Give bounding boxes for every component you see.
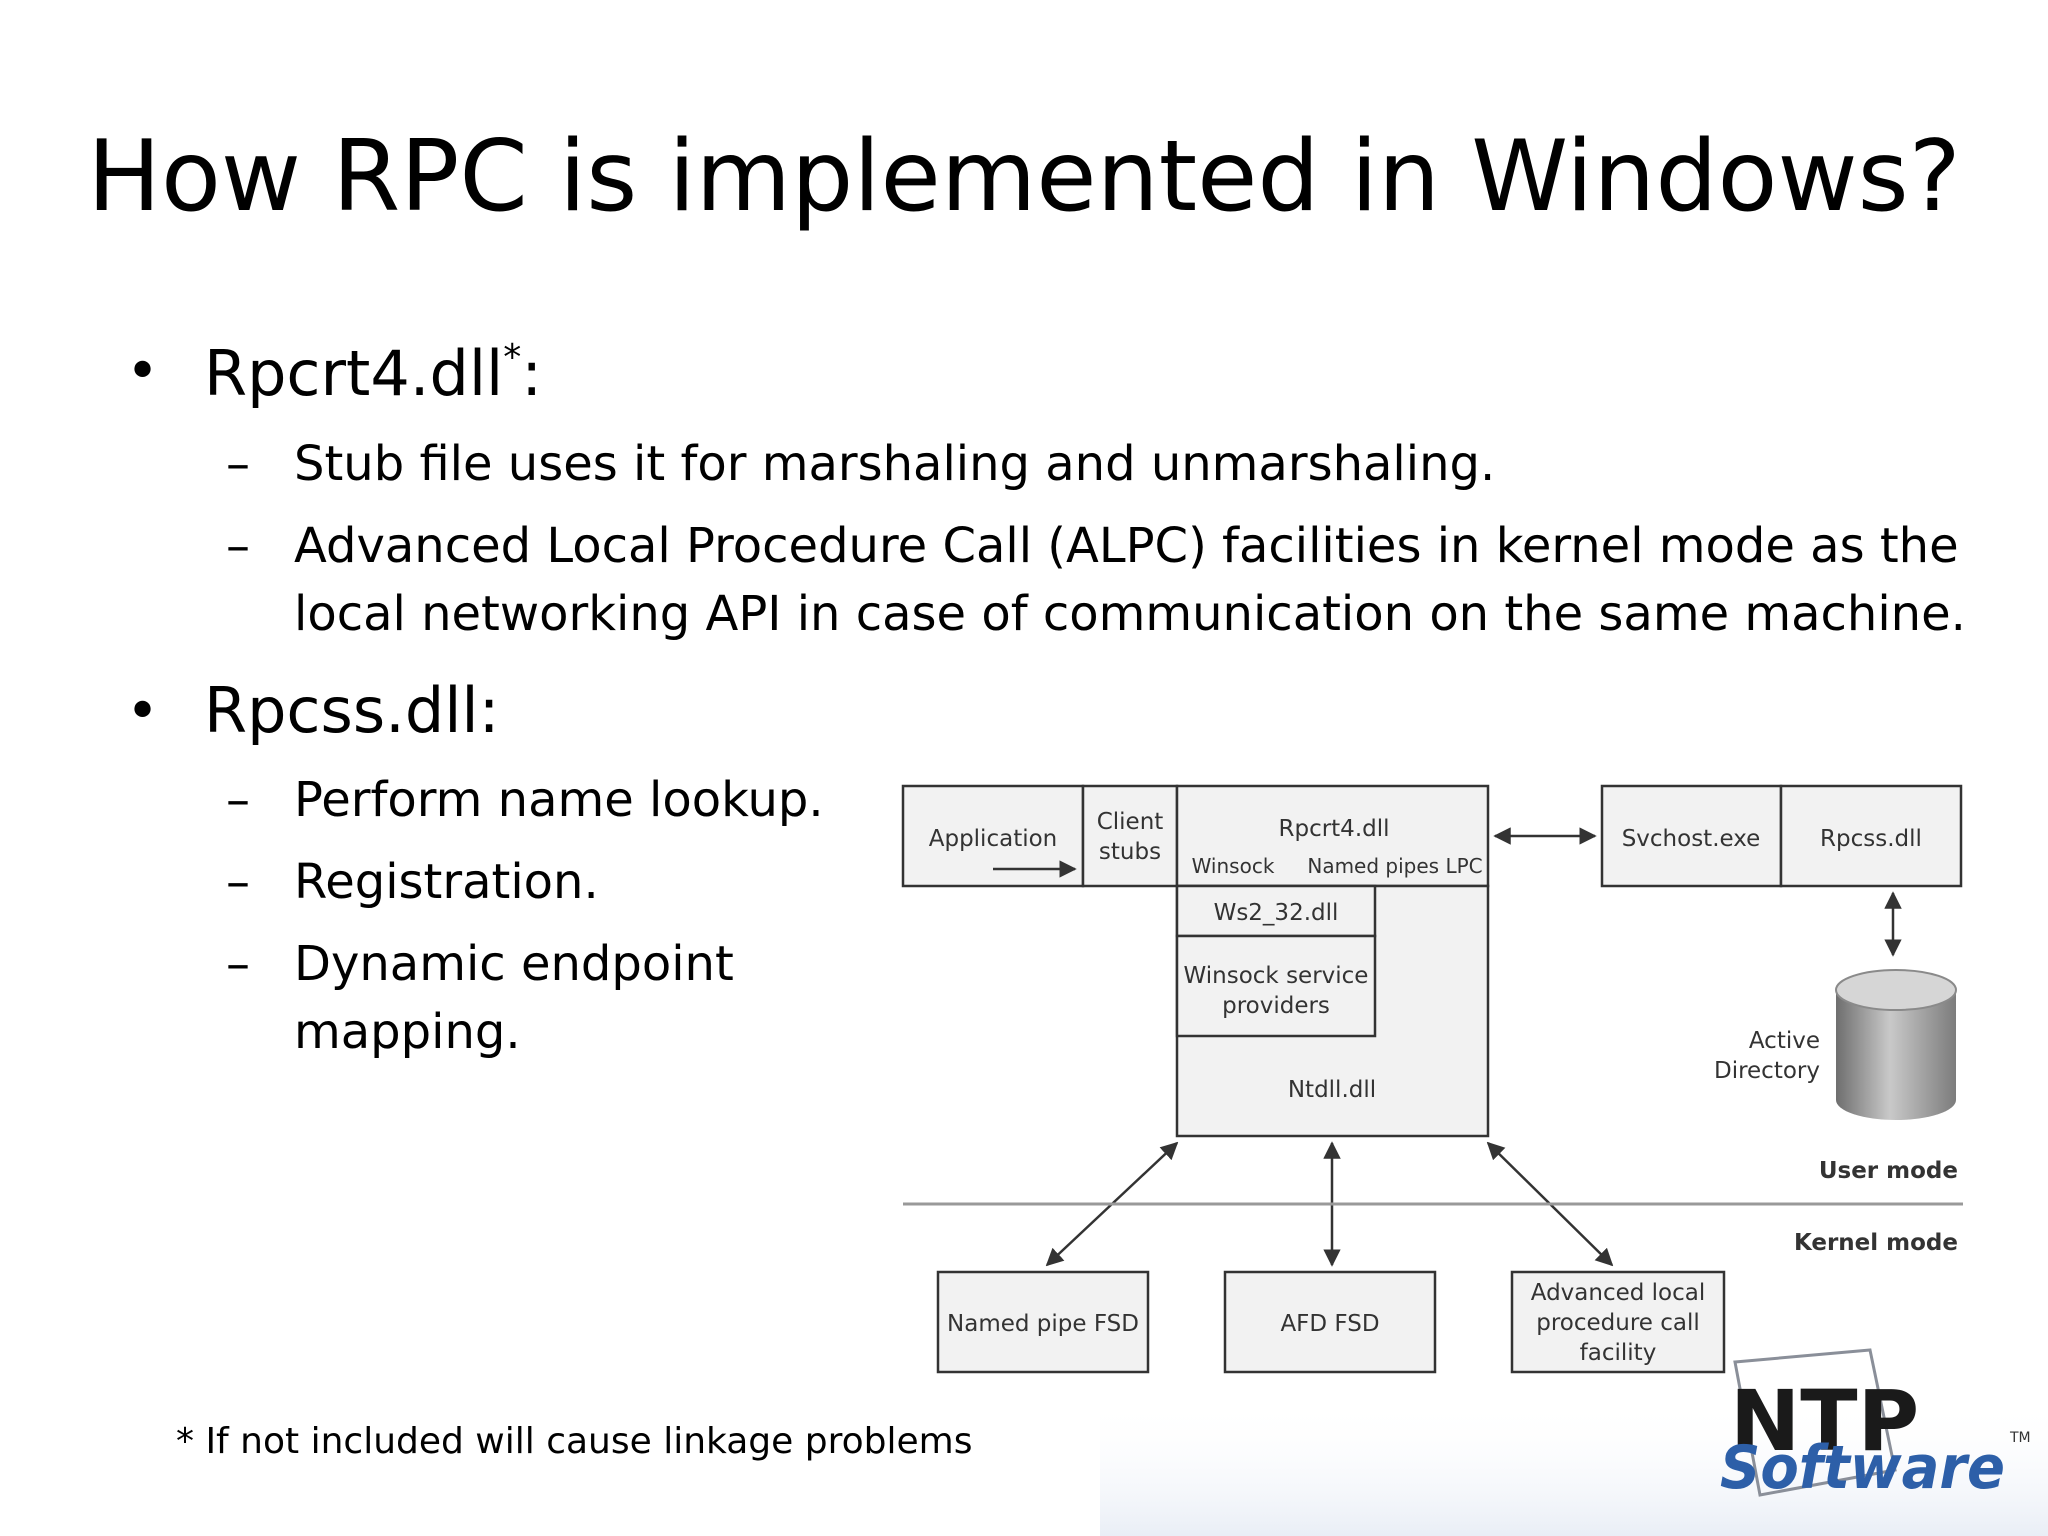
bullet-text: Rpcss.dll: [204,674,500,747]
dash-symbol: – [226,936,250,992]
winsock-service-providers-label: Winsock service [1184,963,1369,989]
active-directory-label: Directory [1714,1058,1820,1084]
slide-title: How RPC is implemented in Windows? [87,120,1961,234]
rpcss-label: Rpcss.dll [1820,826,1922,852]
subitem-continuation: mapping. [294,998,521,1066]
named-pipes-lpc-label: Named pipes LPC [1307,854,1482,878]
database-icon [1835,969,1957,1120]
ntdll-label: Ntdll.dll [1288,1077,1376,1103]
rpcss-box [1779,784,1963,888]
alpc-facility-label: facility [1580,1340,1657,1366]
footnote-marker: * [503,337,522,378]
client-stubs-label: stubs [1099,839,1161,865]
named-pipe-fsd-label: Named pipe FSD [947,1311,1139,1337]
afd-fsd-label: AFD FSD [1280,1311,1379,1337]
application-label: Application [929,826,1058,852]
alpc-facility-label: Advanced local [1531,1280,1706,1306]
footnote: * If not included will cause linkage pro… [176,1421,973,1462]
bullet-suffix: : [521,337,543,410]
subitem-text: local networking API in case of communic… [294,586,1966,642]
subitem-text: mapping. [294,1004,521,1060]
afd-fsd-box [1223,1270,1437,1374]
rpcrt4-label: Rpcrt4.dll [1278,816,1389,842]
ws2-32-box [1175,884,1377,938]
winsock-service-providers-box [1175,934,1377,1038]
dash-symbol: – [226,854,250,910]
client-stubs-label: Client [1097,809,1164,835]
client-stubs-box [1081,784,1179,888]
rpcrt4-box [1175,784,1490,888]
bullet-symbol: • [126,339,160,404]
alpc-facility-label: procedure call [1536,1310,1700,1336]
subitem-text: Advanced Local Procedure Call (ALPC) fac… [294,518,1959,574]
winsock-label: Winsock [1192,854,1275,878]
subitem-continuation: local networking API in case of communic… [294,580,1966,648]
ntp-software-logo: NTP Software TM [1100,1348,2048,1536]
svchost-box [1600,784,1783,888]
ws2-32-label: Ws2_32.dll [1214,900,1339,926]
subitem: – Advanced Local Procedure Call (ALPC) f… [226,512,1959,580]
winsock-service-providers-label: providers [1222,993,1330,1019]
named-pipe-fsd-box [936,1270,1150,1374]
svg-text:TM: TM [2009,1430,2031,1446]
subitem-text: Registration. [294,854,599,910]
bullet-text: Rpcrt4.dll [204,337,504,410]
bullet-rpcrt4: • Rpcrt4.dll*: [126,337,542,405]
subitem-text: Perform name lookup. [294,772,824,828]
dash-symbol: – [226,436,250,492]
svg-text:NTP: NTP [1730,1372,1919,1470]
bullet-rpcss: • Rpcss.dll: [126,680,500,742]
subitem: – Perform name lookup. [226,766,824,834]
svchost-label: Svchost.exe [1622,826,1761,852]
bullet-symbol: • [126,679,160,744]
user-mode-label: User mode [1819,1158,1958,1184]
subitem: – Registration. [226,848,599,916]
subitem-text: Dynamic endpoint [294,936,734,992]
subitem: – Stub file uses it for marshaling and u… [226,430,1496,498]
alpc-facility-box [1510,1270,1726,1374]
svg-text:Software: Software [1720,1433,2005,1503]
kernel-mode-label: Kernel mode [1794,1230,1958,1256]
dash-symbol: – [226,518,250,574]
active-directory-label: Active [1749,1028,1820,1054]
dash-symbol: – [226,772,250,828]
subitem-text: Stub file uses it for marshaling and unm… [294,436,1496,492]
subitem: – Dynamic endpoint [226,930,734,998]
